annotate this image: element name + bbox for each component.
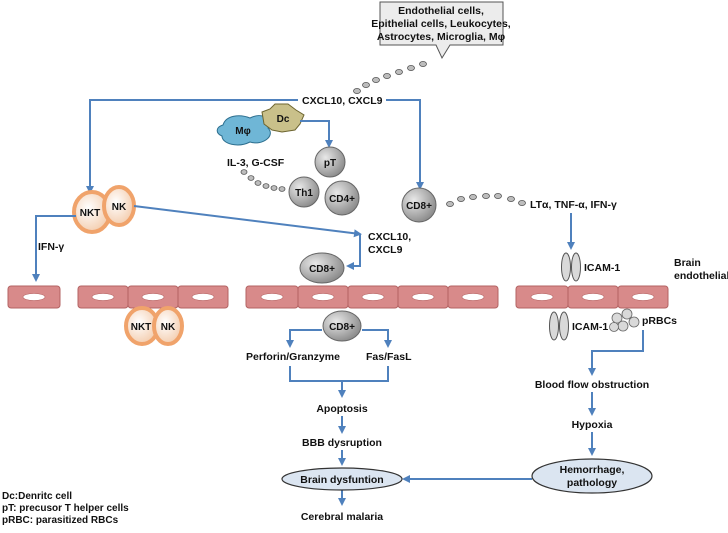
cd8-center-cell: CD8+ <box>299 252 345 284</box>
brain-endothelial-label-2: endothelial <box>674 270 728 282</box>
legend-line-2: pT: precusor T helper cells <box>2 503 129 514</box>
cxcl-mid-label-2: CXCL9 <box>368 244 403 256</box>
cd8-right-label: CD8+ <box>406 201 432 212</box>
macrophage-label: Mφ <box>235 126 250 137</box>
cd4-label: CD4+ <box>329 194 355 205</box>
nk-lower-cell: NK <box>152 306 184 346</box>
hypoxia-label: Hypoxia <box>572 419 613 431</box>
hemorrhage-label-2: pathology <box>567 477 617 489</box>
nk-to-cxcl-arrow <box>133 205 362 238</box>
source-cells-line-2: Epithelial cells, Leukocytes, <box>371 18 511 30</box>
cd8-right-cell: CD8+ <box>401 187 437 223</box>
cd8-center-label: CD8+ <box>309 264 335 275</box>
macrophage-cell: Mφ <box>216 115 271 146</box>
lta-tnf-ifn-label: LTα, TNF-α, IFN-γ <box>530 199 617 211</box>
legend: Dc:Denritc cell pT: precusor T helper ce… <box>2 491 129 526</box>
endothelium-nuclei <box>22 293 655 301</box>
apoptosis-label: Apoptosis <box>316 403 367 415</box>
cxcl-split-arrows <box>86 99 424 194</box>
il3-dots <box>240 169 286 192</box>
prbc-cluster <box>609 308 640 332</box>
th1-cell: Th1 <box>288 176 320 208</box>
hemorrhage-node: Hemorrhage, pathology <box>531 458 653 494</box>
cxcl-to-cd8-arrow <box>346 234 361 270</box>
chemokine-dots-top <box>353 61 427 95</box>
cd8-lower-label: CD8+ <box>329 322 355 333</box>
cd4-cell: CD4+ <box>324 180 360 216</box>
cd8-lower-cell: CD8+ <box>322 310 362 342</box>
source-cells-line-3: Astrocytes, Microglia, Mφ <box>377 31 506 43</box>
cxcl-mid-label-1: CXCL10, <box>368 231 411 243</box>
icam-lower-label: ICAM-1 <box>572 321 608 333</box>
cxcl-top-label: CXCL10, CXCL9 <box>302 95 383 107</box>
perforin-label: Perforin/Granzyme <box>246 351 340 363</box>
legend-line-3: pRBC: parasitized RBCs <box>2 515 119 526</box>
icam-lower: ICAM-1 <box>549 311 608 341</box>
nk-lower-label: NK <box>161 322 176 333</box>
il3-gcsf-label: IL-3, G-CSF <box>227 157 285 169</box>
right-path-arrows <box>402 330 644 483</box>
merge-arrows <box>289 366 389 506</box>
icam-top-label: ICAM-1 <box>584 262 620 274</box>
brain-endothelial-label-1: Brain <box>674 257 701 269</box>
cd8-branch-arrows <box>286 329 392 348</box>
bloodflow-label: Blood flow obstruction <box>535 379 649 391</box>
dendritic-cell: Dc <box>261 103 305 133</box>
nkt-cell: NKT <box>72 190 112 234</box>
brain-dysfunction-node: Brain dysfuntion <box>281 467 403 491</box>
pt-cell: pT <box>314 146 346 178</box>
dc-to-pt-arrow <box>300 120 333 148</box>
nkt-lower-label: NKT <box>131 322 152 333</box>
nkt-label: NKT <box>80 208 101 219</box>
th1-label: Th1 <box>295 188 313 199</box>
fas-label: Fas/FasL <box>366 351 412 363</box>
nkt-to-ifn-arrow <box>32 215 76 282</box>
ifn-left-label: IFN-γ <box>38 241 64 253</box>
nk-label: NK <box>112 202 127 213</box>
source-cells-callout: Endothelial cells, Epithelial cells, Leu… <box>371 1 511 60</box>
icam-top: ICAM-1 <box>561 252 620 282</box>
legend-line-1: Dc:Denritc cell <box>2 491 72 502</box>
nk-cell: NK <box>102 185 136 227</box>
cytokine-dots-right <box>446 192 526 207</box>
pt-label: pT <box>324 158 336 169</box>
hemorrhage-label-1: Hemorrhage, <box>560 464 625 476</box>
source-cells-line-1: Endothelial cells, <box>398 5 484 17</box>
prbc-label: pRBCs <box>642 315 677 327</box>
dendritic-label: Dc <box>277 114 290 125</box>
bbb-label: BBB dysruption <box>302 437 382 449</box>
cerebral-malaria-label: Cerebral malaria <box>301 511 383 523</box>
brain-dysfunction-label: Brain dysfuntion <box>300 474 383 486</box>
